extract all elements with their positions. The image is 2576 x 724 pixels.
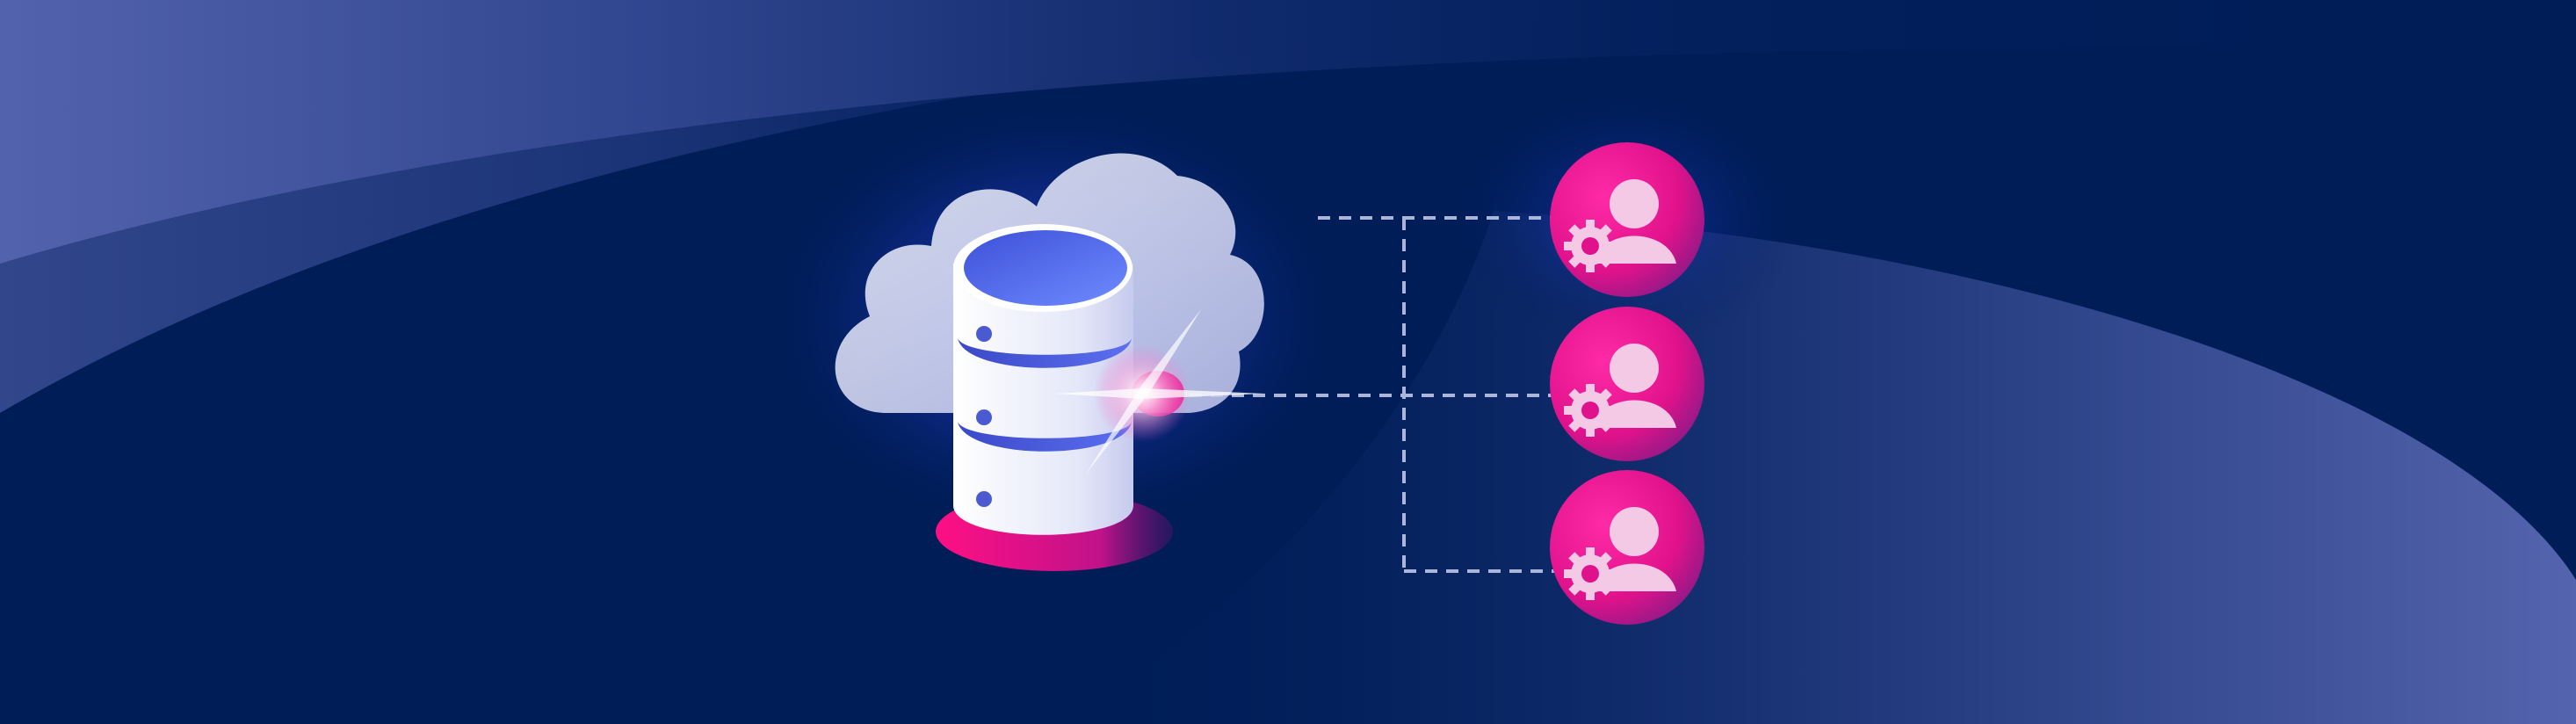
db-indicator-2 (976, 409, 992, 425)
database-icon (953, 224, 1133, 535)
connection-flare (1054, 308, 1265, 474)
db-top (964, 230, 1127, 306)
user-admin-icon (1550, 470, 1704, 625)
gear-icon (1564, 547, 1617, 600)
lower-right-band (1054, 211, 2576, 724)
gear-icon (1564, 220, 1617, 272)
gear-icon (1564, 384, 1617, 437)
db-groove-2 (958, 422, 1132, 452)
db-indicator-3 (976, 491, 992, 507)
upper-band-inner (0, 0, 1845, 413)
dashed-connector-lines (1169, 216, 1555, 573)
user-list (1550, 142, 1704, 625)
user-admin-icon (1550, 307, 1704, 461)
db-indicator-1 (976, 326, 992, 342)
db-groove-1 (958, 338, 1132, 368)
user-admin-icon (1550, 142, 1704, 297)
